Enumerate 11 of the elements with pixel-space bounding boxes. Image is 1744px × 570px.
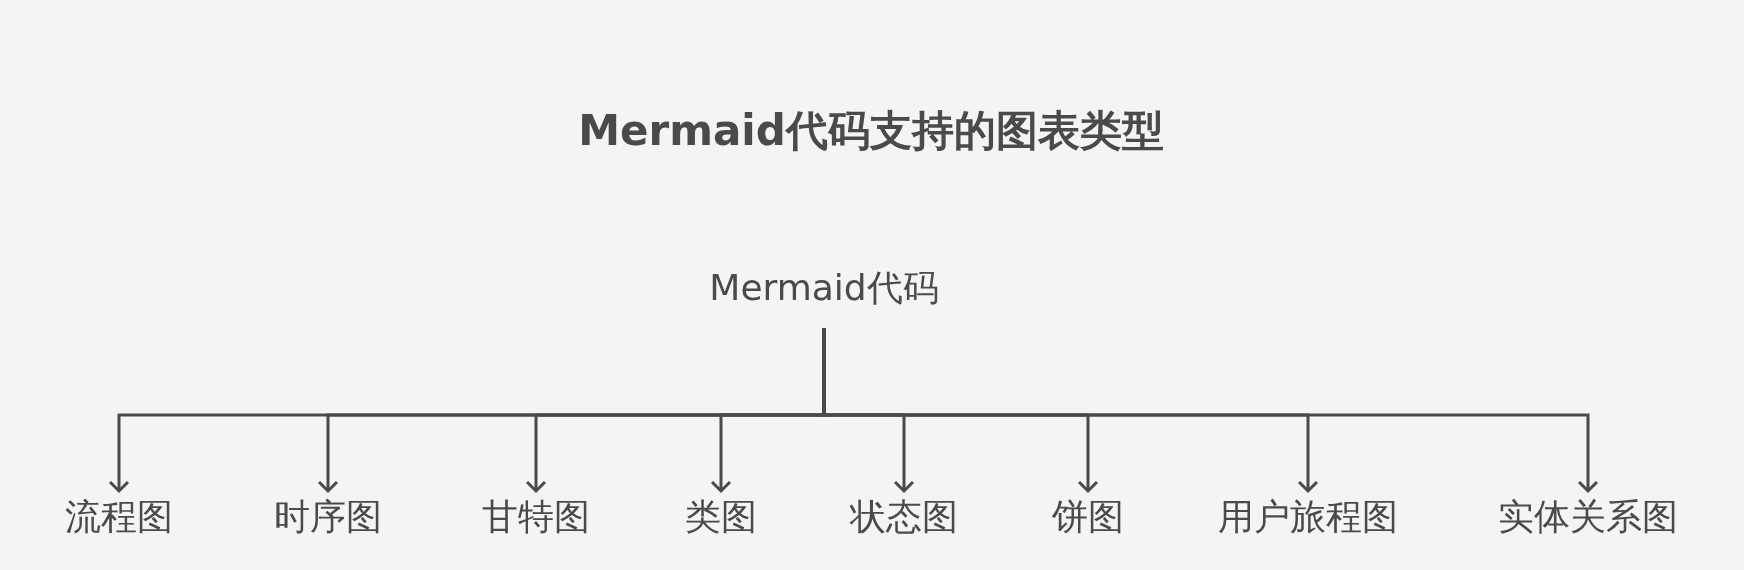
diagram-type-label: 用户旅程图	[1218, 499, 1398, 535]
title: Mermaid代码支持的图表类型	[578, 110, 1164, 152]
root-label: Mermaid代码	[709, 270, 939, 306]
diagram-type-label: 状态图	[850, 499, 958, 535]
diagram-type-label: 实体关系图	[1498, 499, 1678, 535]
diagram-type-label: 时序图	[274, 499, 382, 535]
diagram-type-label: 类图	[685, 499, 757, 535]
diagram-type-label: 流程图	[65, 499, 173, 535]
diagram-type-label: 甘特图	[482, 499, 590, 535]
arrow	[822, 328, 1599, 493]
diagram-type-label: 饼图	[1052, 499, 1124, 535]
